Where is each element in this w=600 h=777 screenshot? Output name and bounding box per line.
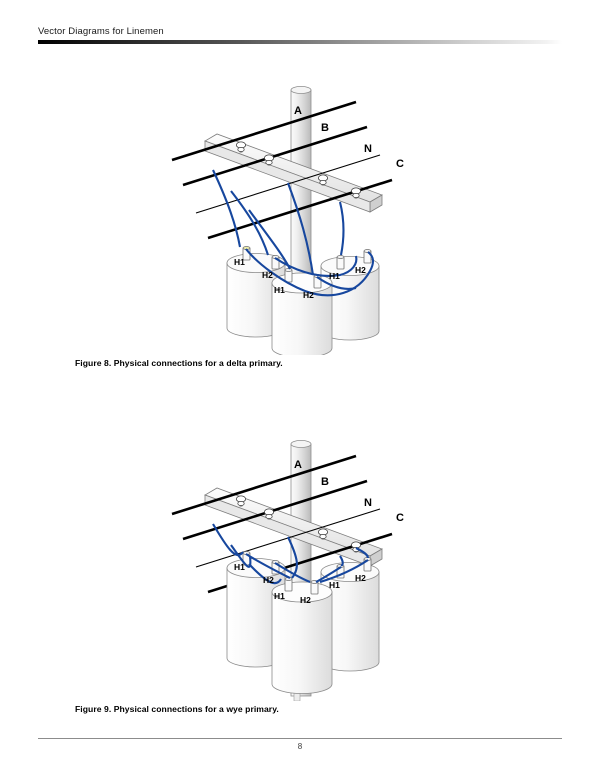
insulators (235, 495, 361, 553)
page-header: Vector Diagrams for Linemen (38, 26, 562, 44)
figure-9: A B N C (0, 396, 600, 726)
terminal-label-left-h1: H1 (234, 562, 245, 572)
crossarm (204, 133, 383, 213)
conductor-label-b: B (321, 476, 329, 488)
insulator-b (263, 508, 274, 520)
conductor-b (182, 125, 368, 187)
figure-8-illustration: A B N C (0, 50, 600, 355)
bushing-right-h1 (336, 255, 345, 270)
figure-8: A B N C (0, 50, 600, 380)
bushing-right-h2 (363, 249, 372, 264)
primary-wiring-wye (212, 523, 370, 585)
conductor-label-n: N (364, 143, 372, 155)
page-number: 8 (297, 742, 303, 751)
terminal-label-center-h2: H2 (300, 595, 311, 605)
footer-rule (38, 738, 562, 739)
figure-9-caption: Figure 9. Physical connections for a wye… (75, 704, 279, 714)
terminal-label-left-h1: H1 (234, 257, 245, 267)
transformer-left (226, 558, 286, 668)
primary-wiring-delta (212, 169, 375, 297)
insulator-a (235, 495, 246, 507)
bushing-center-h1 (284, 268, 293, 283)
crossarm (204, 487, 383, 567)
conductor-b (182, 479, 368, 541)
page-footer: 8 (38, 738, 562, 751)
header-gradient-rule (38, 40, 562, 44)
insulator-n (317, 528, 328, 540)
figure-9-illustration: A B N C (0, 396, 600, 701)
conductor-a (171, 100, 357, 162)
terminal-label-center-h2: H2 (303, 290, 314, 300)
conductor-label-a: A (294, 459, 302, 471)
insulators (235, 141, 361, 199)
terminal-label-left-h2: H2 (263, 575, 274, 585)
conductor-c (207, 178, 393, 240)
header-title: Vector Diagrams for Linemen (38, 26, 164, 37)
bushing-center-h1 (284, 577, 293, 592)
insulator-a (235, 141, 246, 153)
conductor-label-c: C (396, 158, 404, 170)
conductor-a (171, 454, 357, 516)
terminal-label-left-h2: H2 (262, 270, 273, 280)
insulator-c (350, 187, 361, 199)
conductor-label-n: N (364, 497, 372, 509)
transformer-left (226, 253, 286, 338)
insulator-b (263, 154, 274, 166)
terminal-label-right-h1: H1 (329, 580, 340, 590)
conductor-label-b: B (321, 122, 329, 134)
terminal-label-center-h1: H1 (274, 285, 285, 295)
terminal-label-center-h1: H1 (274, 591, 285, 601)
terminal-label-right-h1: H1 (329, 271, 340, 281)
insulator-n (317, 174, 328, 186)
terminal-label-right-h2: H2 (355, 265, 366, 275)
conductor-label-c: C (396, 512, 404, 524)
terminal-label-right-h2: H2 (355, 573, 366, 583)
conductor-label-a: A (294, 105, 302, 117)
figure-8-caption: Figure 8. Physical connections for a del… (75, 358, 283, 368)
